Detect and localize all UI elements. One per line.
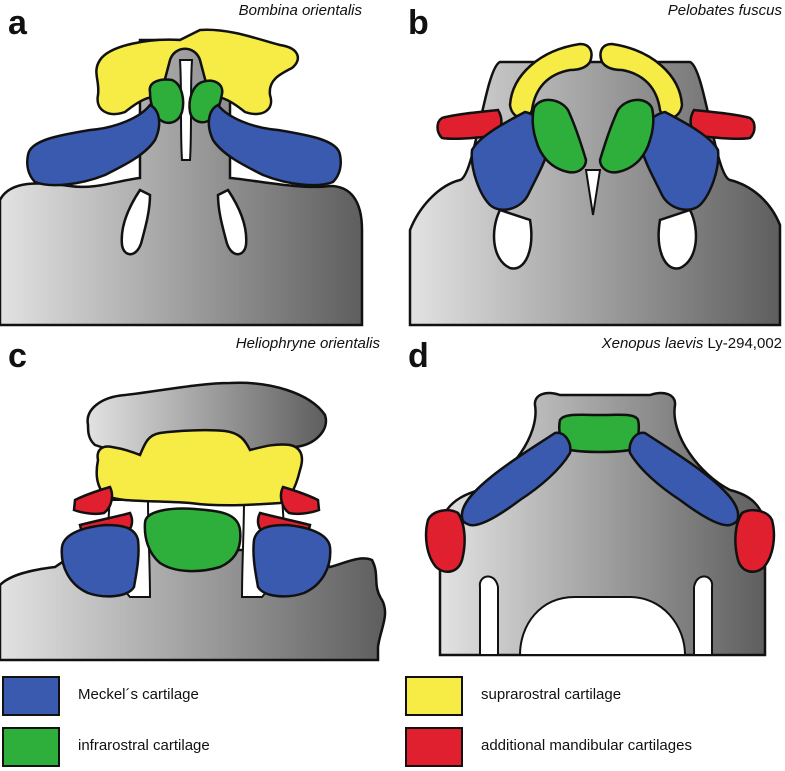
suprarostral-cartilage [95,428,304,507]
legend-label: additional mandibular cartilages [481,737,692,754]
meckels-left [460,431,572,527]
additional-mandibular-right [734,508,776,573]
panel-b: b Pelobates fuscus [400,0,785,330]
meckels-left [60,523,140,598]
legend-swatch [2,727,60,767]
cavity-right [216,188,248,256]
species-label: Bombina orientalis [239,2,362,19]
meckels-left [470,110,550,211]
cavity-right [657,208,698,270]
legend-swatch [2,676,60,716]
panel-a-illustration [0,28,364,327]
suprarostral-cartilage [95,28,300,116]
species-label: Heliophryne orientalis [236,335,380,352]
suprarostral-left [508,42,593,119]
additional-mandibular-left [424,508,466,573]
cavity-left [478,575,499,656]
panel-c: c Heliophryne orientalis [0,335,392,665]
meckels-right [252,523,332,598]
panel-letter: a [8,4,27,42]
panel-d: d Xenopus laevis Ly-294,002 [400,335,785,665]
legend-swatch [405,727,463,767]
legend-swatch [405,676,463,716]
species-name: Xenopus laevis [601,335,704,352]
suprarostral-right [599,42,684,119]
meckels-left [26,103,161,187]
cavity-left [492,208,533,270]
cavity-center [518,596,687,656]
species-name: Pelobates fuscus [667,2,782,19]
species-label: Pelobates fuscus [668,2,782,19]
additional-mandibular-right-upper [279,485,321,516]
infrarostral-right [598,98,655,174]
panel-c-illustration [0,381,387,662]
additional-mandibular-left-upper [72,485,114,516]
species-name: Bombina orientalis [238,2,362,19]
infrarostral-cartilage [143,507,242,573]
legend-label: suprarostral cartilage [481,686,622,703]
panel-letter: c [8,337,27,375]
legend-label: Meckel´s cartilage [78,686,199,703]
panel-letter: d [408,337,429,375]
panel-letter: b [408,4,429,42]
panel-a: a Bombina orientalis [0,0,392,330]
panel-d-illustration [424,391,776,657]
cavity-right [693,575,714,656]
meckels-right [628,431,740,527]
panel-b-illustration [408,42,782,327]
infrarostral-left [531,98,588,174]
species-label: Xenopus laevis Ly-294,002 [602,335,782,352]
species-name: Heliophryne orientalis [235,335,380,352]
cavity-left [120,188,152,256]
species-suffix: Ly-294,002 [703,335,782,352]
meckels-right [207,103,342,187]
median-notch [584,169,602,216]
meckels-right [640,110,720,211]
legend-label: infrarostral cartilage [78,737,210,754]
